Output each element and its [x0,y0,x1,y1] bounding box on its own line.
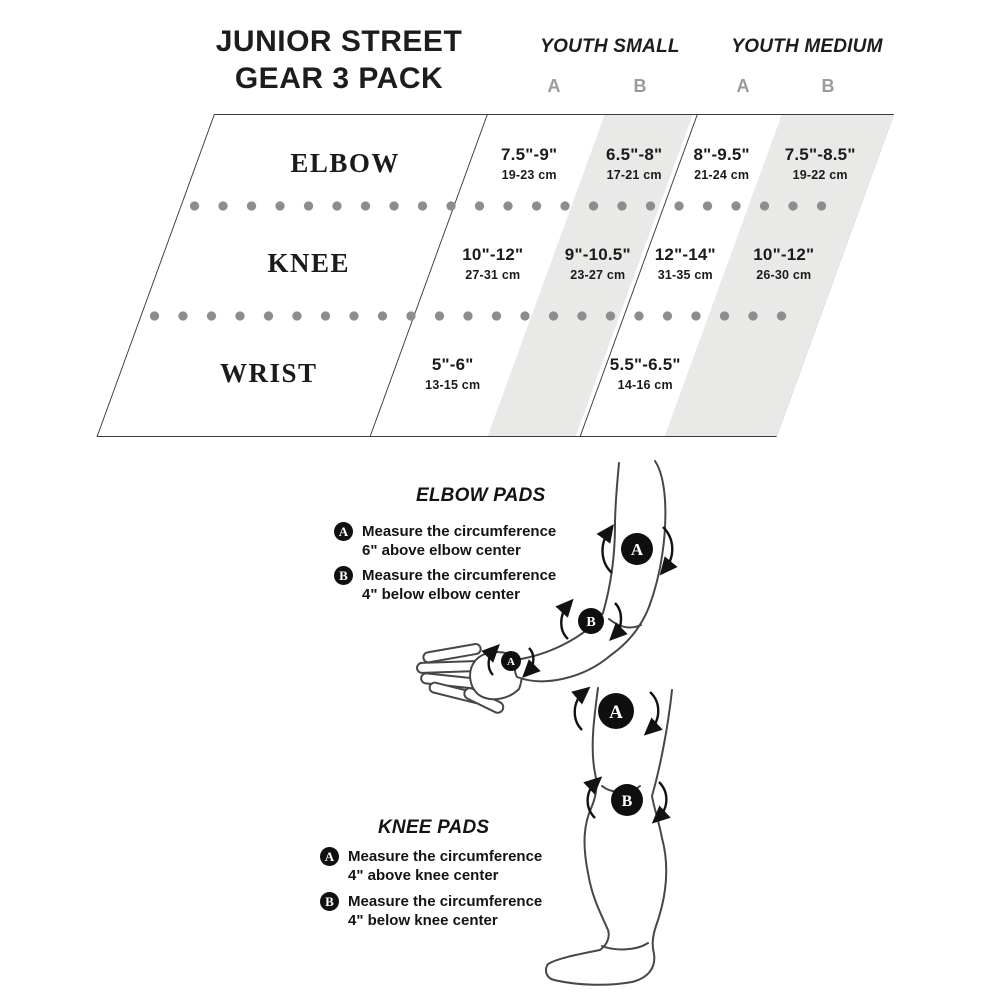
value-cm: 21-24 cm [694,167,750,182]
dotted-divider [149,311,806,321]
table-row-elbow: ELBOW 7.5"-9" 19-23 cm 6.5"-8" 17-21 cm … [197,127,877,199]
value-cm: 27-31 cm [465,267,521,282]
table-row-wrist: WRIST 5"-6" 13-15 cm 5.5"-6.5" 14-16 cm [121,333,801,413]
leg-outline [545,687,673,986]
value-inches: 5"-6" [431,354,474,374]
instruction-line-2: 4" below elbow center [362,586,520,604]
value-inches: 12"-14" [654,244,716,264]
leg-measure-markers: A B [598,693,643,816]
marker-letter: A [631,540,644,559]
arm-illustration: A B A [416,460,678,714]
instruction-elbow-b: B Measure the circumference 4" below elb… [334,566,556,604]
cell-knee-medium-b: 10"-12" 26-30 cm [728,245,840,282]
value-cm: 17-21 cm [606,167,662,182]
leg-illustration: A B [545,686,673,986]
value-cm: 19-22 cm [792,167,848,182]
column-letter-small-a: A [547,76,561,96]
value-inches: 9"-10.5" [564,244,631,264]
row-label-elbow: ELBOW [290,147,400,178]
arm-silhouette [513,460,667,683]
row-label-wrist: WRIST [219,357,318,388]
upper-arm-marker-a-icon [621,533,653,565]
knee-pads-heading: KNEE PADS [378,817,490,838]
dotted-divider [189,201,846,211]
value-inches: 7.5"-8.5" [784,144,856,164]
measure-arrows [571,686,671,824]
calf-marker-b-icon [611,784,643,816]
column-letter-small-b: B [633,76,647,96]
marker-letter: A [609,702,623,723]
cell-elbow-medium-a: 8"-9.5" 21-24 cm [679,145,764,182]
arm-measure-markers: A B A [501,533,653,671]
instruction-text: Measure the circumference 4" below knee … [348,892,542,930]
cell-elbow-small-a: 7.5"-9" 19-23 cm [469,145,589,182]
finger [422,643,482,664]
thigh-marker-a-icon [598,693,634,729]
forearm-marker-b-icon [578,608,604,634]
value-inches: 7.5"-9" [501,144,558,164]
marker-letter: A [507,656,515,668]
marker-b-icon: B [320,892,339,911]
value-inches: 8"-9.5" [693,144,750,164]
value-cm: 13-15 cm [425,377,481,392]
marker-b-icon: B [334,566,353,585]
measure-arrows [481,524,678,678]
marker-letter: B [586,615,595,630]
value-inches: 10"-12" [462,244,524,264]
instruction-knee-b: B Measure the circumference 4" below kne… [320,892,542,930]
instruction-line-1: Measure the circumference [362,523,557,540]
instruction-text: Measure the circumference 6" above elbow… [362,522,556,560]
value-cm: 14-16 cm [617,377,673,392]
instruction-line-1: Measure the circumference [362,567,557,584]
cell-wrist-small: 5"-6" 13-15 cm [393,355,513,392]
instruction-knee-a: A Measure the circumference 4" above kne… [320,847,542,885]
value-inches: 6.5"-8" [606,144,663,164]
instruction-elbow-a: A Measure the circumference 6" above elb… [334,522,556,560]
value-cm: 19-23 cm [501,167,557,182]
instruction-line-2: 4" above knee center [348,867,499,885]
cell-elbow-small-b: 6.5"-8" 17-21 cm [589,145,679,182]
table-row-knee: KNEE 10"-12" 27-31 cm 9"-10.5" 23-27 cm … [161,227,841,299]
cell-knee-medium-a: 12"-14" 31-35 cm [643,245,728,282]
row-label-knee: KNEE [267,247,351,278]
instruction-text: Measure the circumference 4" below elbow… [362,566,556,604]
column-group-youth-medium: YOUTH MEDIUM [731,36,883,57]
value-cm: 23-27 cm [570,267,626,282]
value-cm: 26-30 cm [756,267,812,282]
instruction-line-2: 4" below knee center [348,912,498,930]
instruction-text: Measure the circumference 4" above knee … [348,847,542,885]
marker-a-icon: A [320,847,339,866]
instruction-line-1: Measure the circumference [348,848,543,865]
instruction-line-1: Measure the circumference [348,893,543,910]
column-letter-medium-a: A [736,76,750,96]
size-table: ELBOW 7.5"-9" 19-23 cm 6.5"-8" 17-21 cm … [96,114,894,437]
page-title: JUNIOR STREET GEAR 3 PACK [215,25,463,95]
marker-letter: B [622,793,633,810]
column-letter-medium-b: B [821,76,835,96]
cell-elbow-medium-b: 7.5"-8.5" 19-22 cm [764,145,876,182]
wrist-marker-a-icon [501,651,521,671]
marker-a-icon: A [334,522,353,541]
elbow-pads-heading: ELBOW PADS [416,485,546,506]
cell-wrist-medium: 5.5"-6.5" 14-16 cm [603,355,688,392]
leg-silhouette [545,687,673,986]
ankle-line [601,942,649,951]
cell-knee-small-b: 9"-10.5" 23-27 cm [553,245,643,282]
value-inches: 10"-12" [753,244,815,264]
cell-knee-small-a: 10"-12" 27-31 cm [433,245,553,282]
instruction-line-2: 6" above elbow center [362,542,521,560]
arm-outline [416,460,667,714]
column-group-youth-small: YOUTH SMALL [540,36,680,57]
value-inches: 5.5"-6.5" [609,354,681,374]
value-cm: 31-35 cm [657,267,713,282]
